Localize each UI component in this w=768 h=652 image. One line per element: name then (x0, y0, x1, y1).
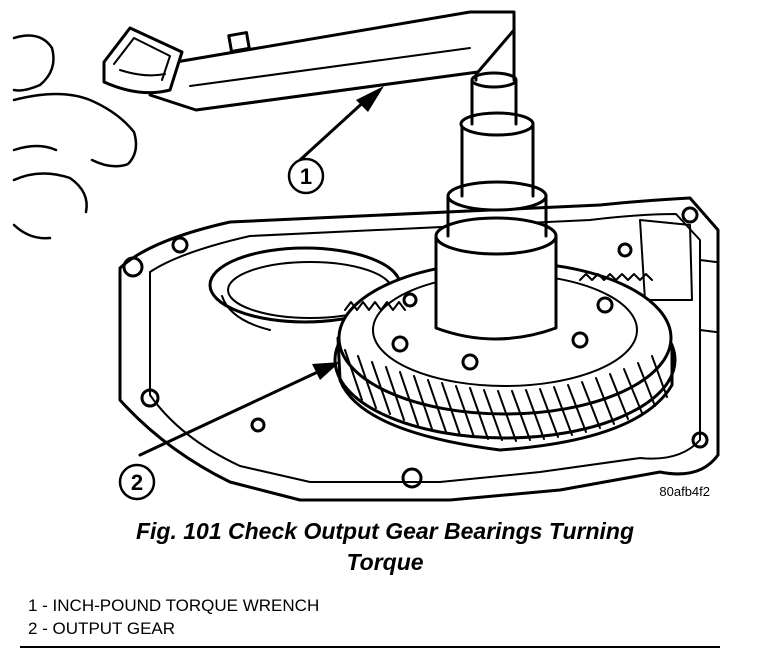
callout-1: 1 (287, 157, 325, 195)
caption-line-1: Fig. 101 Check Output Gear Bearings Turn… (135, 518, 634, 544)
caption-line-2: Torque (346, 549, 424, 575)
bottom-rule (20, 646, 720, 648)
arrow-2-head (312, 362, 340, 380)
technical-illustration: 1 2 80afb4f2 (12, 10, 720, 502)
legend: 1 - INCH-POUND TORQUE WRENCH 2 - OUTPUT … (28, 594, 319, 640)
leader-lines (138, 96, 370, 457)
legend-item-1: 1 - INCH-POUND TORQUE WRENCH (28, 596, 320, 615)
svg-text:1: 1 (300, 164, 312, 189)
torque-wrench (102, 10, 516, 112)
case-housing (118, 196, 720, 502)
technician-hand (12, 34, 138, 240)
svg-text:2: 2 (131, 470, 143, 495)
arrow-1-head (356, 86, 384, 112)
figure-caption: Fig. 101 Check Output Gear Bearings Turn… (40, 516, 730, 578)
legend-item-2: 2 - OUTPUT GEAR (28, 619, 176, 638)
callout-2: 2 (118, 463, 156, 501)
image-code: 80afb4f2 (659, 484, 710, 499)
